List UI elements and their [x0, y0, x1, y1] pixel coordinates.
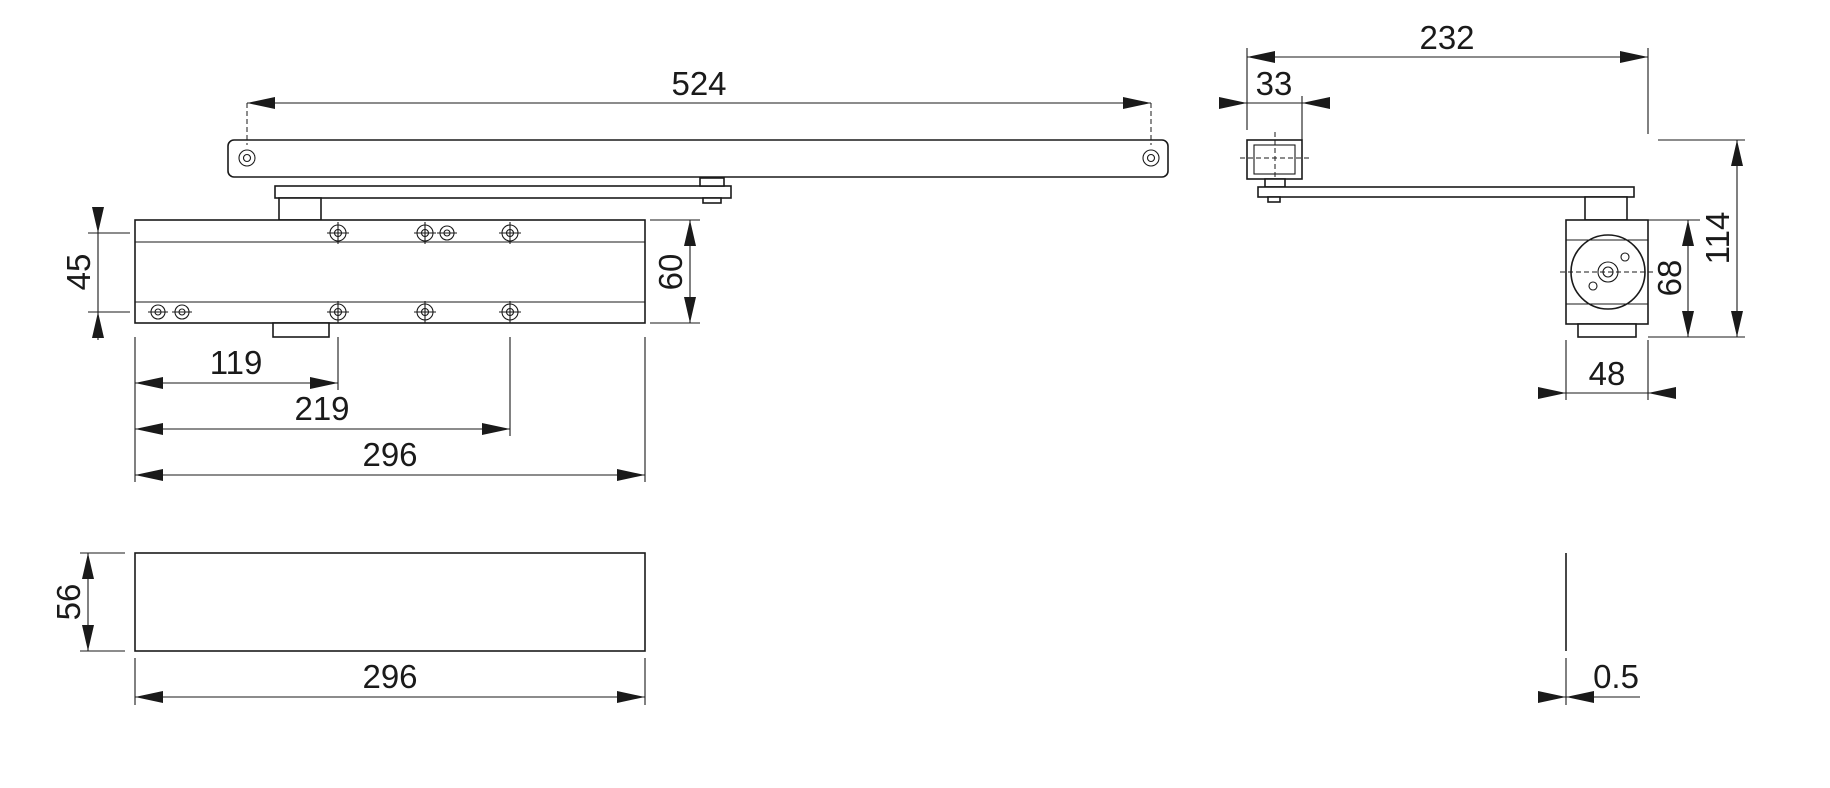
dim-hole-219: 219 — [135, 390, 510, 435]
dim-label-296-cover: 296 — [362, 658, 417, 695]
dim-label-33: 33 — [1256, 65, 1293, 102]
dim-cover-length: 296 — [134, 658, 646, 705]
dim-label-56: 56 — [50, 584, 87, 621]
valve-icon — [437, 225, 457, 241]
screw-icon — [499, 301, 521, 323]
dim-body-height-outer: 60 — [650, 219, 700, 324]
spindle — [278, 197, 322, 221]
front-view: 524 45 60 119 — [60, 65, 1169, 482]
dim-arm-length: 524 — [247, 65, 1151, 109]
cover-body — [134, 552, 646, 652]
adjust-screw-icon — [1588, 281, 1598, 291]
closer-body — [134, 219, 646, 324]
screw-icon — [414, 222, 436, 244]
arm-pivot-hole-right-inner — [1146, 153, 1156, 163]
slide-block-base — [702, 197, 722, 204]
dim-label-60: 60 — [652, 254, 689, 291]
arm-pivot-hole-right — [1142, 149, 1160, 167]
dim-label-296: 296 — [362, 436, 417, 473]
screw-icon — [499, 222, 521, 244]
arm-end-pin — [1264, 178, 1286, 188]
dim-label-45: 45 — [60, 254, 97, 291]
arm-pivot-hole-left — [238, 149, 256, 167]
valve-icon — [148, 304, 168, 320]
arm-bar — [227, 139, 1169, 178]
dim-label-119: 119 — [210, 344, 263, 381]
dim-body-length: 296 — [135, 436, 645, 481]
dim-side-body-height: 68 — [1648, 219, 1700, 338]
dim-cover-height: 56 — [50, 552, 125, 652]
adjust-screw-icon — [1620, 252, 1630, 262]
side-spindle — [1584, 196, 1628, 221]
dim-body-height: 45 — [60, 207, 130, 340]
side-lower-lug — [1577, 323, 1637, 338]
dim-side-total-width: 232 — [1246, 19, 1649, 134]
dim-label-68: 68 — [1651, 260, 1688, 297]
dim-label-48: 48 — [1589, 355, 1626, 392]
screw-icon — [327, 301, 349, 323]
dim-cover-gap: 0.5 — [1538, 553, 1640, 705]
dim-label-232: 232 — [1419, 19, 1474, 56]
dim-label-114: 114 — [1699, 212, 1736, 265]
dim-side-body-depth: 48 — [1538, 340, 1676, 400]
screw-icon — [327, 222, 349, 244]
dim-label-219: 219 — [294, 390, 349, 427]
dim-side-arm-offset: 33 — [1219, 65, 1330, 140]
dim-hole-119: 119 — [135, 344, 338, 389]
side-view: 232 33 68 114 — [1219, 19, 1745, 705]
dim-label-0-5: 0.5 — [1593, 658, 1639, 695]
side-slide-rail — [1257, 186, 1635, 198]
screw-icon — [414, 301, 436, 323]
arm-pivot-hole-left-inner — [242, 153, 252, 163]
slide-rail — [274, 185, 732, 199]
cover-view: 56 296 — [50, 552, 646, 705]
side-rail-end — [1267, 196, 1281, 203]
slide-block — [699, 177, 725, 187]
dim-side-total-height: 114 — [1658, 139, 1745, 338]
valve-icon — [172, 304, 192, 320]
lower-lug — [272, 322, 330, 338]
dim-label-524: 524 — [671, 65, 726, 102]
